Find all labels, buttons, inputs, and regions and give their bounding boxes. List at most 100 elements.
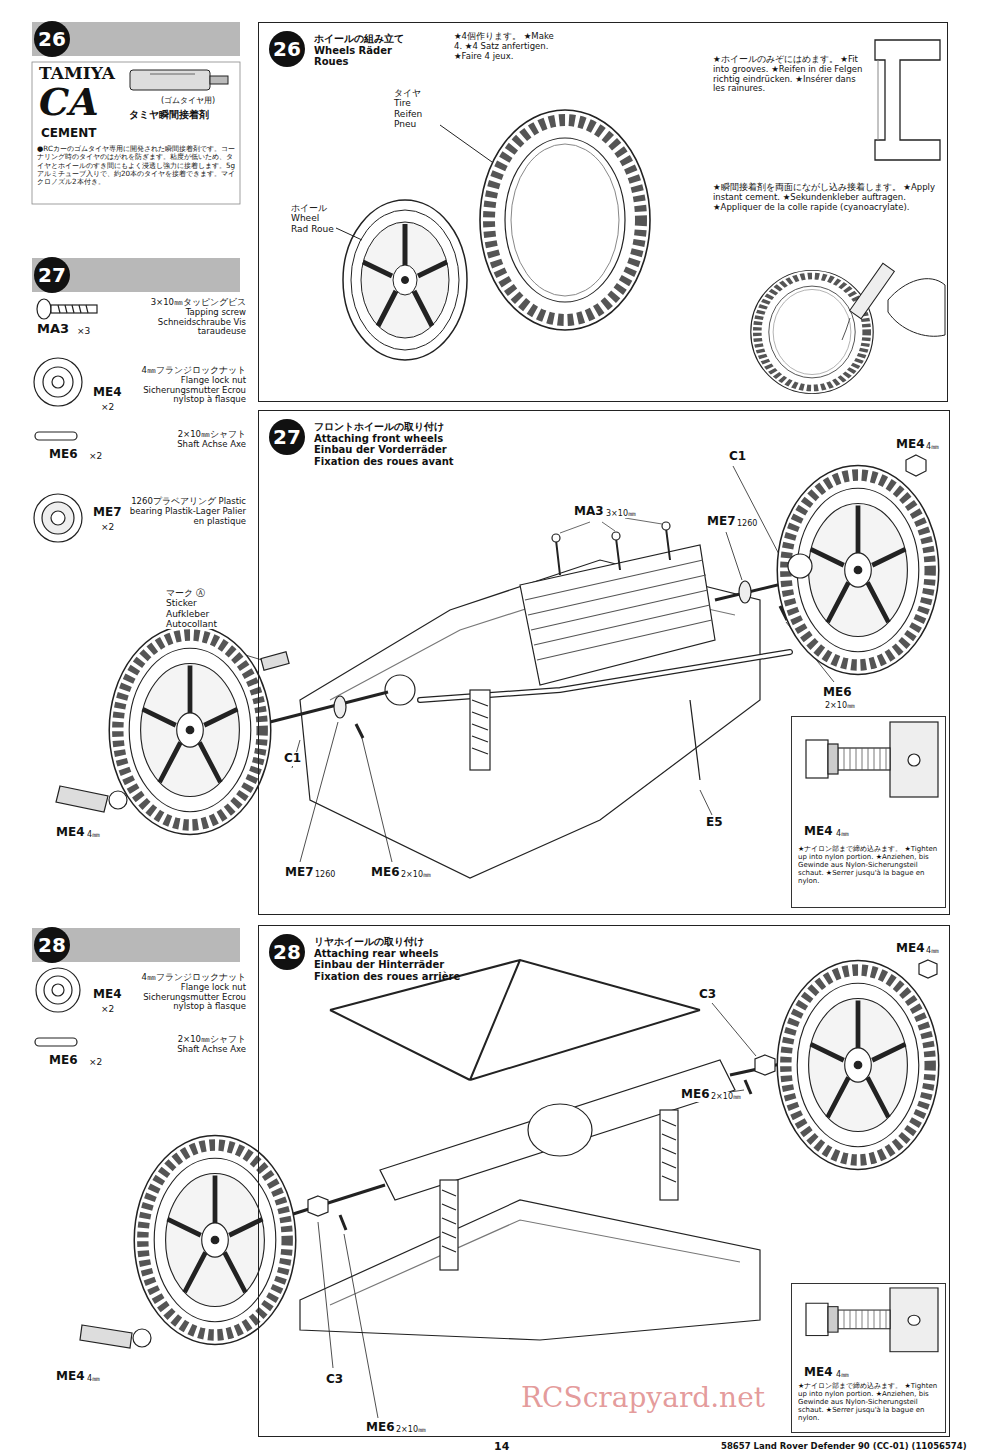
part-code: ME4 [92, 386, 123, 400]
rear-wheel-art [300, 1200, 760, 1340]
cement-box [210, 76, 228, 84]
part-code: ME6 [822, 686, 853, 700]
detail-inset: ME44㎜★ナイロン部まで締め込みます。 ★Tighten up into ny… [791, 716, 946, 908]
wheel-assembly-art [751, 270, 873, 393]
rear-wheel-art [318, 1003, 756, 1418]
part-code: ME7 [706, 515, 737, 529]
detail-art [806, 740, 828, 778]
rear-wheel-art [308, 1196, 328, 1216]
wheel-assembly-art [480, 110, 650, 330]
part-qty: ×2 [100, 1004, 115, 1014]
front-wheel-art [470, 690, 490, 770]
parts-icons [36, 968, 80, 1012]
part-size: 2×10㎜ [395, 1425, 427, 1434]
part-description: 4㎜フランジロックナット Flange lock nut Sicherungsm… [128, 366, 247, 405]
part-code: ME6 [365, 1421, 396, 1435]
part-size: 2×10㎜ [400, 870, 432, 879]
front-wheel-art [525, 560, 712, 660]
step-number: 28 [269, 934, 305, 970]
rear-wheel-art [80, 1325, 132, 1348]
step-title: リヤホイールの取り付け Attaching rear wheels Einbau… [314, 936, 479, 982]
step-band: 26 [32, 22, 240, 56]
watermark: RCScrapyard.net [520, 1382, 766, 1414]
footer-text: 58657 Land Rover Defender 90 (CC-01) (11… [720, 1442, 968, 1452]
wheel-assembly-art [336, 228, 362, 240]
front-wheel-art [261, 652, 289, 670]
detail-art [890, 1288, 938, 1352]
part-code: ME4 [804, 1366, 833, 1380]
part-qty: ×2 [100, 522, 115, 532]
front-wheel-art [662, 522, 670, 530]
parts-icons [34, 494, 82, 542]
part-qty: ×2 [88, 451, 103, 461]
front-wheel-art [520, 545, 715, 685]
part-code: C3 [698, 988, 717, 1002]
part-qty: ×2 [100, 402, 115, 412]
rear-wheel-art [660, 1110, 678, 1200]
detail-art [908, 754, 920, 766]
part-size: 3×10㎜ [605, 509, 637, 518]
parts-icons [44, 976, 72, 1004]
wheel-assembly-art [878, 60, 879, 140]
part-size: 2×10㎜ [710, 1092, 742, 1101]
part-qty: ×3 [76, 326, 91, 336]
front-wheel-art [56, 455, 939, 878]
front-wheel-art [777, 466, 939, 675]
rear-wheel-art [528, 1104, 592, 1156]
front-wheel-art [552, 534, 560, 542]
wheel-assembly-art [440, 125, 492, 162]
part-code: C1 [728, 450, 747, 464]
rear-wheel-art [340, 1215, 346, 1230]
part-size: 4㎜ [925, 946, 940, 955]
page-number: 14 [493, 1441, 510, 1454]
parts-icons [34, 358, 82, 406]
part-description: 3×10㎜タッピングビス Tapping screw Schneidschrau… [140, 298, 247, 337]
front-wheel-art [56, 786, 108, 812]
front-wheel-art [560, 518, 662, 533]
step-band: 28 [32, 928, 240, 962]
step-note: ★4個作ります。 ★Make 4. ★4 Satz anfertigen. ★F… [454, 32, 564, 61]
part-size: 2×10㎜ [824, 701, 856, 710]
part-code: ME6 [680, 1088, 711, 1102]
rear-wheel-art [755, 1055, 775, 1075]
description-text: ●RCカーのゴムタイヤ専用に開発された瞬間接着剤です。コーナリング時のタイヤのは… [36, 145, 238, 186]
front-wheel-art [690, 700, 700, 780]
rear-wheel-art [919, 960, 937, 978]
wheel-assembly-art [842, 318, 850, 340]
detail-art [828, 744, 838, 774]
parts-icons [42, 502, 74, 534]
rear-wheel-art [133, 1329, 151, 1347]
parts-icons [52, 376, 64, 388]
parts-icons [35, 1038, 77, 1046]
front-wheel-art [292, 722, 392, 862]
part-size: 4㎜ [836, 829, 849, 838]
step-panel: 27フロントホイールの取り付け Attaching front wheels E… [258, 410, 950, 915]
rear-wheel-art [134, 1136, 296, 1345]
part-qty: ×2 [88, 1057, 103, 1067]
front-wheel-art [739, 581, 751, 603]
parts-icons [58, 305, 88, 313]
front-wheel-art [109, 626, 271, 835]
part-code: C3 [325, 1373, 344, 1387]
front-wheel-art [472, 700, 488, 754]
front-wheel-art [612, 532, 620, 540]
detail-art [806, 722, 938, 797]
part-name: マーク Ⓐ Sticker Aufkleber Autocollant [165, 588, 229, 629]
detail-art [828, 1307, 838, 1333]
front-wheel-art [906, 455, 926, 476]
part-code: ME6 [370, 866, 401, 880]
part-code: E5 [705, 816, 724, 830]
rear-wheel-art [745, 1080, 751, 1094]
rear-wheel-art [440, 1180, 458, 1270]
step-panel: 28リヤホイールの取り付け Attaching rear wheels Einb… [258, 925, 950, 1437]
front-wheel-art [356, 724, 363, 738]
parts-icons [35, 432, 77, 440]
part-code: C1 [283, 752, 302, 766]
part-description: 2×10㎜シャフト Shaft Achse Axe [160, 1035, 247, 1055]
front-wheel-art [109, 791, 127, 809]
note-text: ★ナイロン部まで締め込みます。 ★Tighten up into nylon p… [798, 1382, 941, 1422]
parts-icons [51, 305, 97, 313]
part-code: ME4 [804, 825, 833, 839]
step-band: 27 [32, 258, 240, 292]
